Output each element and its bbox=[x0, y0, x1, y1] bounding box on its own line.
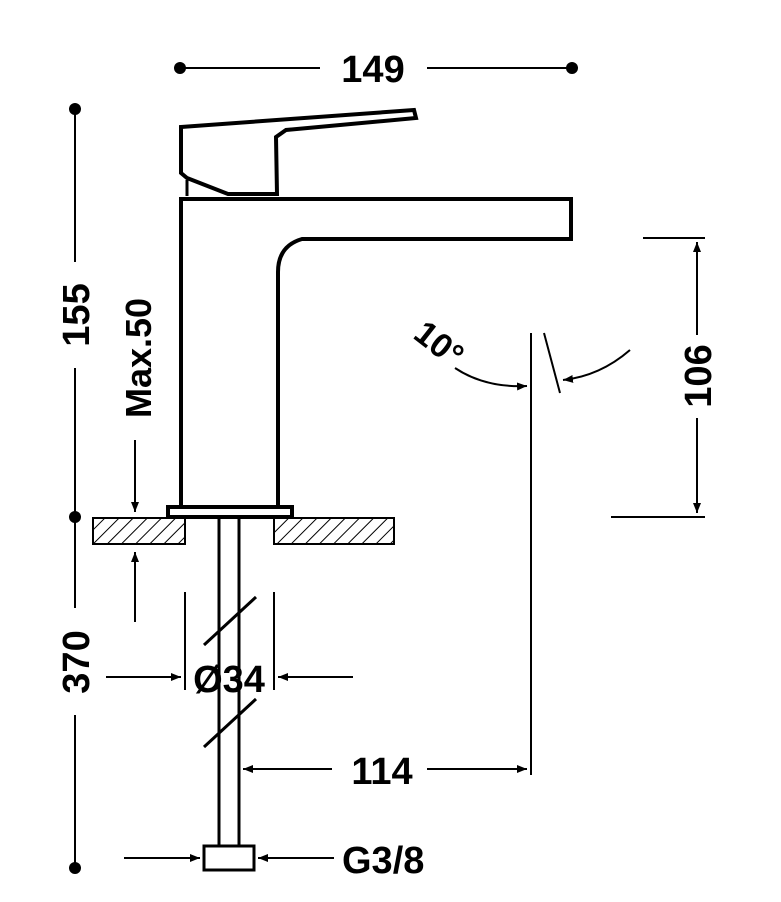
total-height-label: 155 bbox=[56, 283, 98, 346]
base-flange bbox=[166, 505, 294, 519]
countertop bbox=[92, 517, 395, 545]
connector-nut bbox=[202, 844, 256, 872]
hose-length-label: 370 bbox=[56, 630, 98, 693]
spout bbox=[179, 197, 573, 509]
dimension-reach: 114 bbox=[243, 751, 527, 793]
dimension-left-vertical: 155 370 bbox=[56, 103, 98, 874]
dimension-connection: G3/8 bbox=[124, 840, 424, 882]
diameter-label: Ø34 bbox=[193, 659, 265, 701]
countertop-right bbox=[273, 517, 395, 545]
lever-handle bbox=[179, 107, 419, 196]
hose-break-top bbox=[202, 595, 258, 647]
max-deck-label: Max.50 bbox=[118, 298, 159, 418]
connection-label: G3/8 bbox=[342, 840, 424, 882]
dimension-max-deck: Max.50 bbox=[118, 298, 159, 622]
supply-hose bbox=[202, 517, 258, 872]
tilted-axis bbox=[543, 332, 561, 394]
spout-height-label: 106 bbox=[678, 344, 720, 407]
dimension-angle: 10° bbox=[407, 314, 631, 775]
reach-label: 114 bbox=[351, 751, 412, 793]
dimension-spout-height: 106 bbox=[611, 237, 720, 518]
angle-label: 10° bbox=[407, 314, 471, 376]
faucet-body bbox=[166, 107, 573, 519]
dimension-diameter: Ø34 bbox=[106, 592, 353, 701]
countertop-left bbox=[92, 517, 186, 545]
width-label: 149 bbox=[341, 49, 404, 91]
hose-break-bottom bbox=[202, 697, 258, 749]
dimension-width: 149 bbox=[174, 49, 578, 91]
